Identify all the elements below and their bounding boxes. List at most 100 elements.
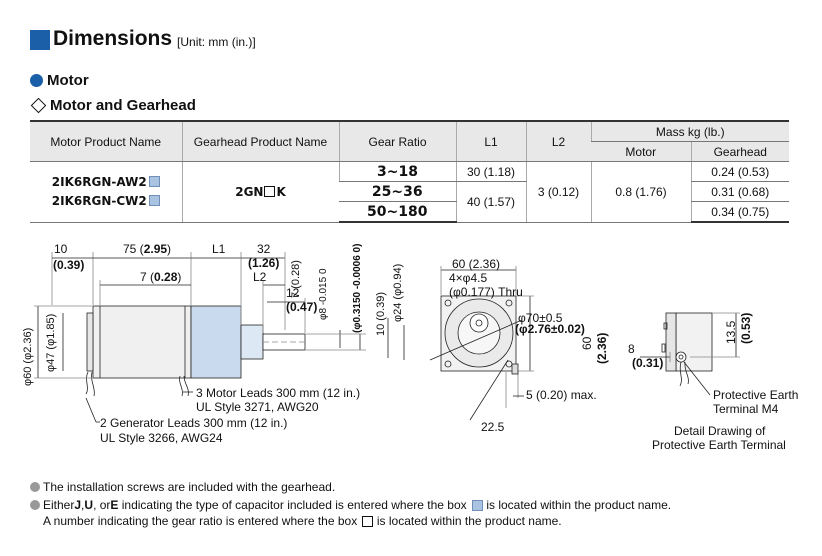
ratio-box-icon: [361, 515, 373, 527]
dim-7-vert: 7 (0.28): [290, 260, 302, 298]
dim-60-height-in: (2.36): [595, 332, 609, 364]
gearhead-mass-2: 0.31 (0.68): [690, 181, 789, 202]
l2-value: 3 (0.12): [525, 161, 591, 223]
dim-phi8: φ8 -0.015 0: [318, 268, 329, 320]
capacitor-box-icon: [148, 194, 160, 206]
dim-60-width: 60 (2.36): [452, 257, 501, 271]
title-square-icon: [30, 30, 50, 50]
detail-label-line1: Detail Drawing of: [674, 424, 766, 438]
l1-1: 30 (1.18): [455, 161, 526, 182]
pe-label-line1: Protective Earth: [713, 388, 799, 402]
dim-7: 7 (0.28): [140, 270, 181, 284]
capacitor-box-icon: [471, 499, 483, 511]
dim-75: 75 (2.95): [123, 242, 171, 256]
section-motor-gearhead-label: Motor and Gearhead: [50, 97, 196, 114]
dim-holes: 4×φ4.5: [449, 271, 488, 285]
dim-5-max: 5 (0.20) max.: [526, 388, 597, 402]
note-bullet-icon: [30, 482, 40, 492]
section-motor: Motor: [30, 72, 89, 89]
header-gearhead-product-name: Gearhead Product Name: [181, 120, 339, 162]
dim-75-in: 2.95: [143, 242, 168, 256]
ratio-2: 25~36: [339, 181, 456, 202]
dim-7-label: 7 (: [140, 270, 155, 284]
dim-pcd: φ70±0.5: [518, 311, 563, 325]
pe-label-line2: Terminal M4: [713, 402, 779, 416]
motor-mass-value: 0.8 (1.76): [590, 161, 691, 223]
dim-75-label: 75 (: [123, 242, 144, 256]
note-3-suffix: is located within the product name.: [373, 514, 562, 528]
note-bullet-icon: [30, 500, 40, 510]
dim-32: 32: [257, 242, 271, 256]
header-l1: L1: [455, 120, 526, 162]
note-1: The installation screws are included wit…: [30, 480, 335, 494]
dim-10: 10: [54, 242, 68, 256]
note-3: A number indicating the gear ratio is en…: [43, 514, 562, 528]
dim-phi60: φ60 (φ2.36): [22, 327, 34, 386]
note-3-prefix: A number indicating the gear ratio is en…: [43, 514, 361, 528]
dim-7-close: ): [177, 270, 182, 284]
gearhead-mass-3: 0.34 (0.75): [690, 201, 789, 223]
note-2-sep1: ,: [81, 498, 85, 512]
dim-8-in: (0.31): [632, 356, 664, 370]
dim-phi47: φ47 (φ1.85): [45, 313, 57, 372]
ratio-3: 50~180: [339, 201, 456, 223]
dim-13-5: 13.5: [724, 320, 738, 344]
header-motor-product-name: Motor Product Name: [30, 120, 182, 162]
circle-bullet-icon: [30, 74, 43, 87]
leads-generator-line2: UL Style 3266, AWG24: [100, 431, 223, 445]
dim-10-vert: 10 (0.39): [375, 291, 387, 336]
dim-phi0315: (φ0.3150 -0.0006 0): [352, 243, 363, 333]
gearhead-name-prefix: 2GN: [235, 184, 264, 199]
header-mass: Mass kg (lb.): [590, 120, 789, 142]
title-text: Dimensions: [53, 27, 173, 50]
dim-pcd-in: (φ2.76±0.02): [515, 322, 585, 336]
dim-75-close: ): [167, 242, 172, 256]
note-2-j: J: [74, 498, 82, 512]
note-2: Either J , U , or E indicating the type …: [30, 498, 671, 512]
dim-60-height: 60: [580, 336, 594, 350]
detail-label-line2: Protective Earth Terminal: [652, 438, 786, 452]
unit-label: [Unit: mm (in.)]: [177, 35, 256, 49]
note-2-middle: indicating the type of capacitor include…: [118, 498, 470, 512]
header-gear-ratio: Gear Ratio: [338, 120, 456, 162]
dim-12-in: (0.47): [286, 300, 318, 314]
motor-body-side: [92, 305, 192, 379]
page-title: Dimensions [Unit: mm (in.)]: [30, 28, 256, 50]
header-mass-motor: Motor: [591, 141, 691, 162]
header-l2: L2: [525, 120, 591, 162]
l1-2: 40 (1.57): [455, 181, 526, 223]
spec-table: Motor Product Name Gearhead Product Name…: [30, 120, 789, 223]
note-2-prefix: Either: [43, 498, 75, 512]
cell-gearhead-name: 2GN K: [181, 161, 339, 223]
note-1-text: The installation screws are included wit…: [43, 480, 336, 494]
dim-13-5-in: (0.53): [739, 312, 753, 344]
note-2-sep2: , or: [93, 498, 111, 512]
capacitor-box-icon: [148, 175, 160, 187]
dim-holes-in: (φ0.177) Thru: [449, 285, 523, 299]
gearhead-mass-1: 0.24 (0.53): [690, 161, 789, 182]
dim-7-in: 0.28: [154, 270, 178, 284]
dim-phi24: φ24 (φ0.94): [392, 263, 404, 322]
ratio-1: 3~18: [338, 161, 456, 182]
note-2-u: U: [84, 498, 94, 512]
section-motor-gearhead: Motor and Gearhead: [30, 97, 196, 114]
gearhead-body-side: [190, 305, 242, 379]
note-2-suffix: is located within the product name.: [482, 498, 672, 512]
dim-32-in: (1.26): [248, 256, 280, 270]
header-mass-gearhead: Gearhead: [690, 141, 789, 162]
dim-8: 8: [628, 342, 635, 356]
dim-l2: L2: [253, 270, 267, 284]
leads-motor-line1: 3 Motor Leads 300 mm (12 in.): [196, 386, 361, 400]
motor-name-cw2: 2IK6RGN-CW2: [51, 193, 147, 208]
motor-name-aw2: 2IK6RGN-AW2: [51, 174, 147, 189]
dim-l1: L1: [212, 242, 226, 256]
gearhead-name-suffix: K: [276, 184, 286, 199]
dim-22-5: 22.5: [481, 420, 505, 434]
section-motor-label: Motor: [47, 72, 89, 89]
ratio-box-icon: [264, 185, 276, 197]
leads-generator-line1: 2 Generator Leads 300 mm (12 in.): [100, 416, 288, 430]
dim-10-in: (0.39): [53, 258, 85, 272]
leads-motor-line2: UL Style 3271, AWG20: [196, 400, 319, 414]
note-2-e: E: [110, 498, 119, 512]
